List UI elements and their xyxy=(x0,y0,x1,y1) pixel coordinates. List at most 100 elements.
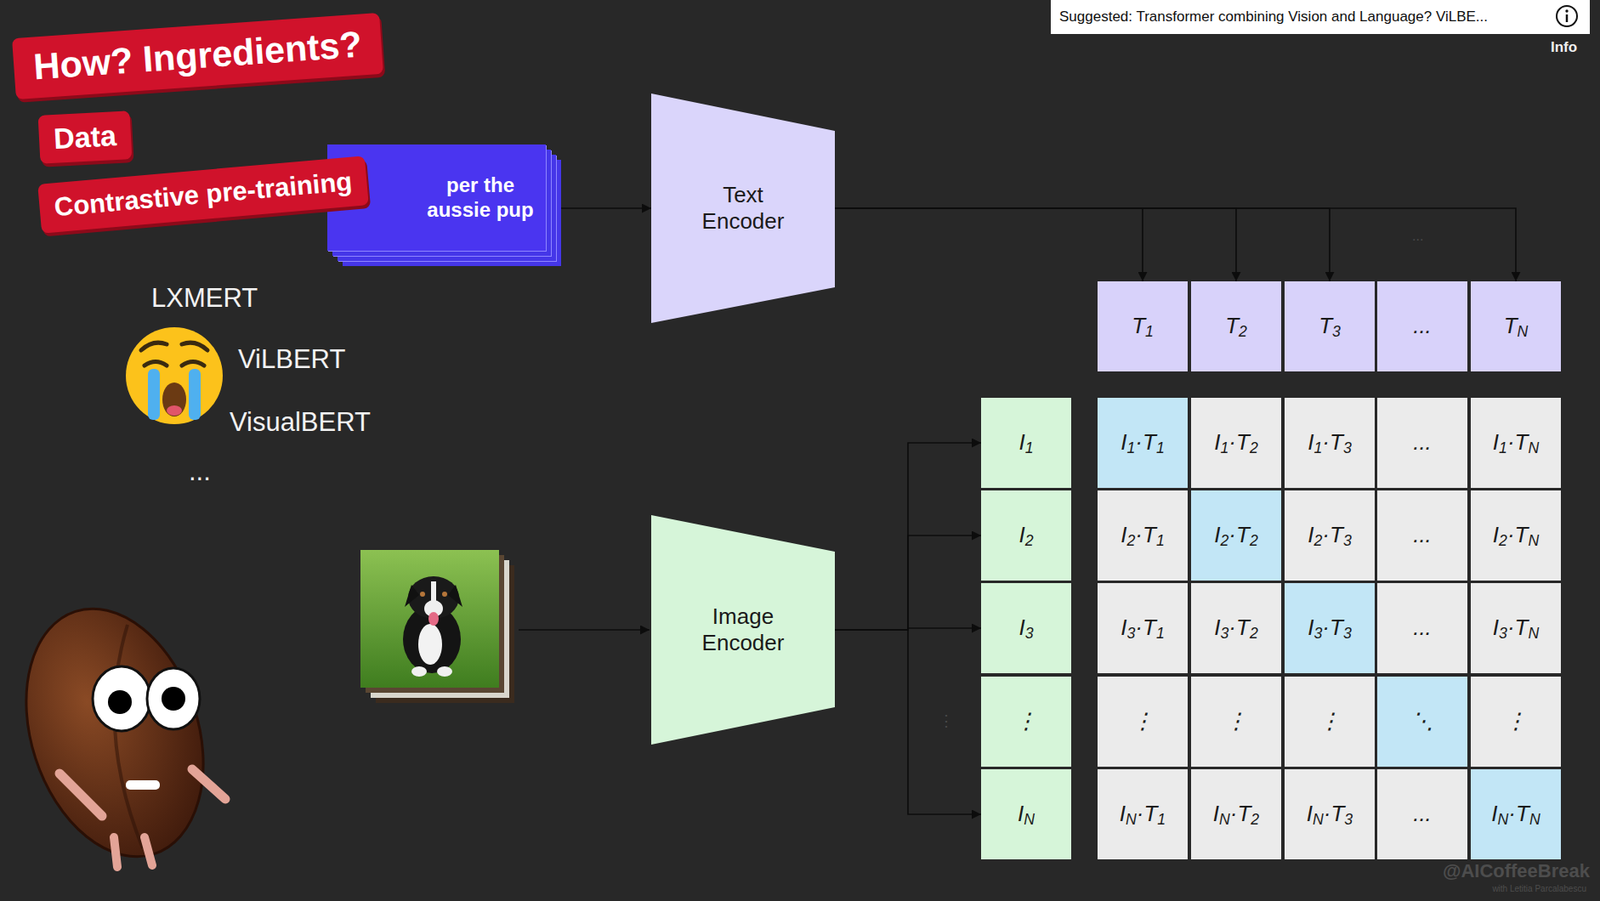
math-symbol: I xyxy=(1120,429,1127,455)
math-symbol: I xyxy=(1120,521,1127,548)
suggestion-bar: Suggested: Transformer combining Vision … xyxy=(1050,0,1590,35)
node-text: I1·TN xyxy=(1492,429,1539,456)
faint-ellipsis: ⋮ xyxy=(938,712,954,732)
matching-pair-cell: IN·TN xyxy=(1470,769,1561,860)
math-text: ... xyxy=(1412,521,1432,548)
node-text: IN·T2 xyxy=(1213,800,1260,828)
image-embedding-box: I3 xyxy=(981,583,1072,674)
arrow-connector xyxy=(834,535,982,630)
arrow-connector xyxy=(834,208,1143,282)
math-symbol: I xyxy=(1214,429,1220,455)
math-symbol: T xyxy=(1236,800,1251,827)
math-symbol: T xyxy=(1142,614,1157,641)
math-text: ⋮ xyxy=(1131,708,1154,734)
math-subscript: 1 xyxy=(1313,440,1322,458)
math-text: · xyxy=(1136,800,1145,827)
math-subscript: 2 xyxy=(1249,625,1259,643)
math-symbol: T xyxy=(1329,521,1344,548)
node-text: TN xyxy=(1503,312,1529,340)
math-symbol: I xyxy=(1307,521,1314,548)
math-subscript: 2 xyxy=(1126,533,1135,551)
math-text: ... xyxy=(1412,429,1432,455)
tag-banner: Contrastive pre-training xyxy=(37,155,369,233)
math-text: · xyxy=(1321,429,1330,455)
arrow-connector xyxy=(834,208,1237,282)
math-text: · xyxy=(1228,614,1237,641)
crying-emoji xyxy=(166,405,182,416)
node-text: I3·T3 xyxy=(1307,614,1351,642)
watermark: with Letitia Parcalabescu xyxy=(1492,884,1587,895)
model-name: LXMERT xyxy=(151,282,258,314)
math-symbol: I xyxy=(1120,614,1127,641)
node-text: How? Ingredients? xyxy=(32,22,364,90)
math-subscript: N xyxy=(1023,811,1035,829)
math-text: · xyxy=(1228,429,1237,455)
math-symbol: T xyxy=(1329,614,1344,641)
math-symbol: I xyxy=(1307,429,1314,455)
arrow-connector xyxy=(834,442,982,630)
node-text: IN·T3 xyxy=(1306,800,1353,828)
node-text: Suggested: Transformer combining Vision … xyxy=(1059,8,1488,26)
math-text: ⋮ xyxy=(1318,708,1341,734)
watermark: @AICoffeeBreak xyxy=(1442,860,1590,883)
matching-pair-cell: I3·T3 xyxy=(1284,583,1375,674)
text-embedding-box: T3 xyxy=(1284,281,1375,372)
math-subscript: 2 xyxy=(1250,811,1260,829)
node-text: T3 xyxy=(1318,312,1341,340)
math-text: · xyxy=(1323,800,1332,827)
node-text: I1·T2 xyxy=(1214,429,1258,456)
math-symbol: T xyxy=(1225,312,1239,339)
image-embedding-box: I1 xyxy=(981,397,1072,488)
math-subscript: 3 xyxy=(1343,625,1352,643)
info-icon xyxy=(1556,5,1578,27)
math-symbol: T xyxy=(1131,312,1146,339)
node-text: ... xyxy=(1412,521,1432,549)
math-symbol: I xyxy=(1214,614,1220,641)
math-symbol: T xyxy=(1514,521,1529,548)
math-text: · xyxy=(1321,521,1330,548)
node-text: I3·T2 xyxy=(1214,614,1258,642)
math-text: · xyxy=(1134,521,1143,548)
node-text: I3·T1 xyxy=(1120,614,1164,642)
node-text: per the aussie pup xyxy=(425,173,536,223)
math-subscript: 1 xyxy=(1145,323,1154,341)
photo-stack xyxy=(431,581,437,602)
coffee-bean-mascot xyxy=(113,837,118,868)
math-subscript: 3 xyxy=(1332,323,1341,341)
text-embedding-box: T1 xyxy=(1097,281,1188,372)
node-text: ⋱ xyxy=(1411,708,1434,735)
info-icon xyxy=(1565,9,1568,12)
math-subscript: 2 xyxy=(1219,533,1229,551)
similarity-cell: ... xyxy=(1377,397,1468,488)
node-text: ... xyxy=(1412,614,1432,642)
crying-emoji xyxy=(141,342,167,351)
math-subscript: 3 xyxy=(1498,625,1508,643)
crying-emoji xyxy=(181,362,205,367)
arrow-connector xyxy=(834,208,1516,282)
encoder-trapezoid: Text Encoder xyxy=(651,93,835,324)
photo-stack xyxy=(428,612,439,626)
math-symbol: T xyxy=(1503,312,1518,339)
arrow-connector xyxy=(834,208,1330,282)
math-symbol: I xyxy=(1492,429,1499,455)
photo-stack xyxy=(411,666,427,677)
node-text: I1 xyxy=(1018,429,1033,456)
math-text: ⋮ xyxy=(1504,708,1527,734)
math-subscript: 1 xyxy=(1157,811,1166,829)
math-symbol: T xyxy=(1142,429,1157,455)
coffee-bean-mascot xyxy=(59,773,103,817)
model-name: ViLBERT xyxy=(238,343,346,375)
node-text: Data xyxy=(52,118,118,157)
photo-stack xyxy=(404,584,420,608)
math-symbol: I xyxy=(1017,800,1024,827)
math-subscript: 3 xyxy=(1313,625,1322,643)
math-subscript: N xyxy=(1219,811,1231,829)
math-subscript: 2 xyxy=(1238,323,1248,341)
node-text: ⋮ xyxy=(1015,708,1038,735)
math-subscript: 1 xyxy=(1156,625,1165,643)
node-text: T1 xyxy=(1131,312,1154,340)
math-subscript: 2 xyxy=(1313,533,1322,551)
math-subscript: N xyxy=(1497,811,1510,829)
math-text: · xyxy=(1228,521,1237,548)
